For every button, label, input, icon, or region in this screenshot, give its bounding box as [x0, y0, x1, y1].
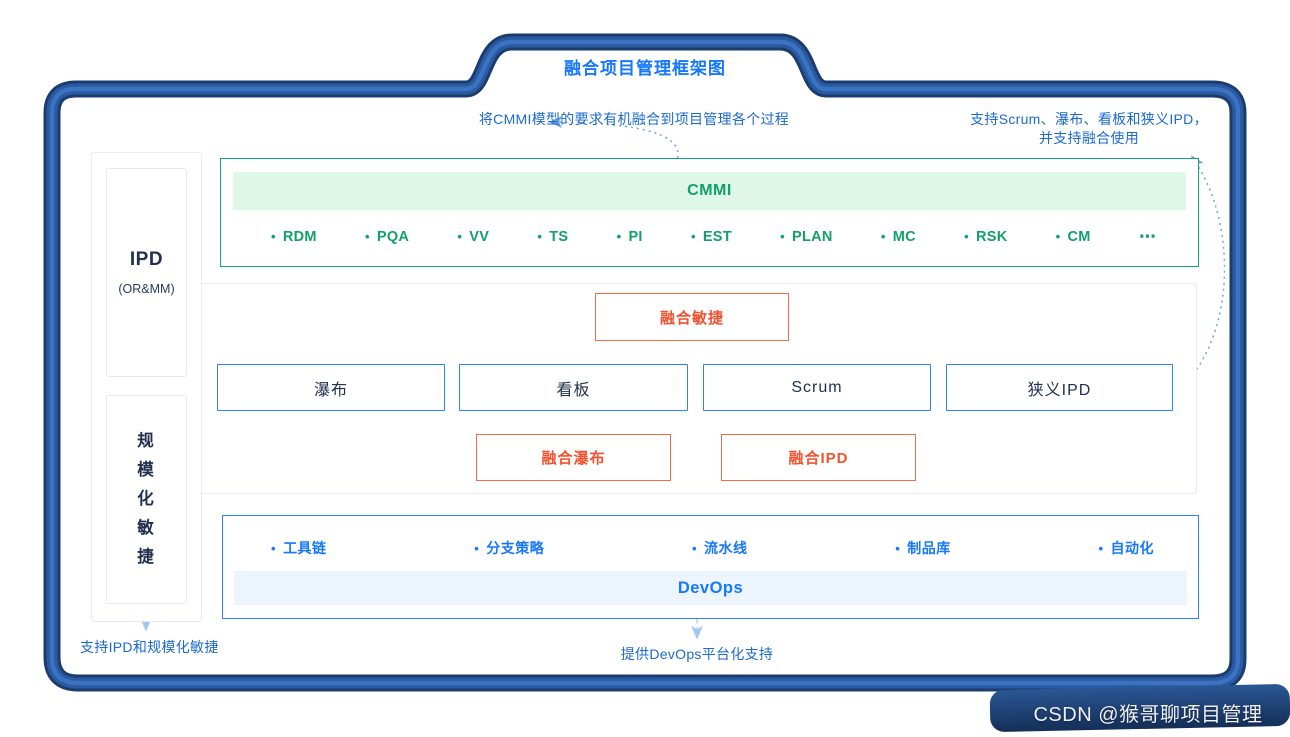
kanban-node: 看板	[459, 364, 688, 411]
annotation-sidebar: 支持IPD和规模化敏捷	[80, 639, 219, 655]
annotation-methods-line1: 支持Scrum、瀑布、看板和狭义IPD，	[970, 111, 1208, 127]
annotation-devops: 提供DevOps平台化支持	[620, 646, 774, 662]
devops-items: 工具链 分支策略 流水线 制品库 自动化	[271, 532, 1154, 564]
arrow-methods-annotation	[1176, 155, 1226, 392]
cmmi-item-more: ⋯	[1138, 227, 1158, 246]
ipd-node: IPD (OR&MM)	[106, 168, 187, 377]
cmmi-item: CM	[1056, 229, 1091, 245]
devops-item: 分支策略	[474, 538, 544, 558]
annotation-cmmi: 将CMMI模型的要求有机融合到项目管理各个过程	[478, 111, 790, 127]
cmmi-item: EST	[691, 229, 732, 245]
devops-item: 自动化	[1098, 538, 1154, 558]
devops-item: 制品库	[895, 538, 951, 558]
diagram-title: 融合项目管理框架图	[564, 59, 726, 78]
sidebar-container: IPD (OR&MM) 规模化敏捷	[91, 152, 202, 622]
devops-item: 工具链	[271, 538, 327, 558]
cmmi-item: PLAN	[780, 229, 833, 245]
cmmi-section: CMMI RDM PQA VV TS PI EST PLAN MC RSK CM…	[220, 158, 1199, 267]
cmmi-items: RDM PQA VV TS PI EST PLAN MC RSK CM ⋯	[271, 215, 1158, 259]
cmmi-item: MC	[881, 229, 916, 245]
annotation-methods: 支持Scrum、瀑布、看板和狭义IPD， 并支持融合使用	[938, 110, 1240, 148]
fusion-agile-node: 融合敏捷	[595, 293, 789, 341]
devops-section: 工具链 分支策略 流水线 制品库 自动化 DevOps	[222, 515, 1199, 619]
cmmi-item: PI	[617, 229, 643, 245]
cmmi-item: TS	[537, 229, 568, 245]
scaled-agile-node: 规模化敏捷	[106, 395, 187, 604]
annotation-methods-line2: 并支持融合使用	[1038, 130, 1140, 146]
cmmi-item: PQA	[365, 229, 409, 245]
fusion-waterfall-node: 融合瀑布	[476, 434, 671, 481]
cmmi-item: VV	[457, 229, 489, 245]
devops-item: 流水线	[692, 538, 748, 558]
narrow-ipd-node: 狭义IPD	[946, 364, 1173, 411]
cmmi-title: CMMI	[233, 172, 1186, 210]
scaled-agile-label: 规模化敏捷	[137, 432, 156, 566]
scrum-node: Scrum	[703, 364, 931, 411]
cmmi-item: RDM	[271, 229, 317, 245]
ipd-label: IPD	[129, 249, 164, 270]
devops-title: DevOps	[234, 571, 1187, 605]
waterfall-node: 瀑布	[217, 364, 445, 411]
fusion-ipd-node: 融合IPD	[721, 434, 916, 481]
cmmi-item: RSK	[964, 229, 1007, 245]
watermark-backdrop	[989, 684, 1290, 732]
ipd-sublabel: (OR&MM)	[118, 282, 175, 296]
watermark: CSDN @猴哥聊项目管理	[1033, 704, 1263, 726]
